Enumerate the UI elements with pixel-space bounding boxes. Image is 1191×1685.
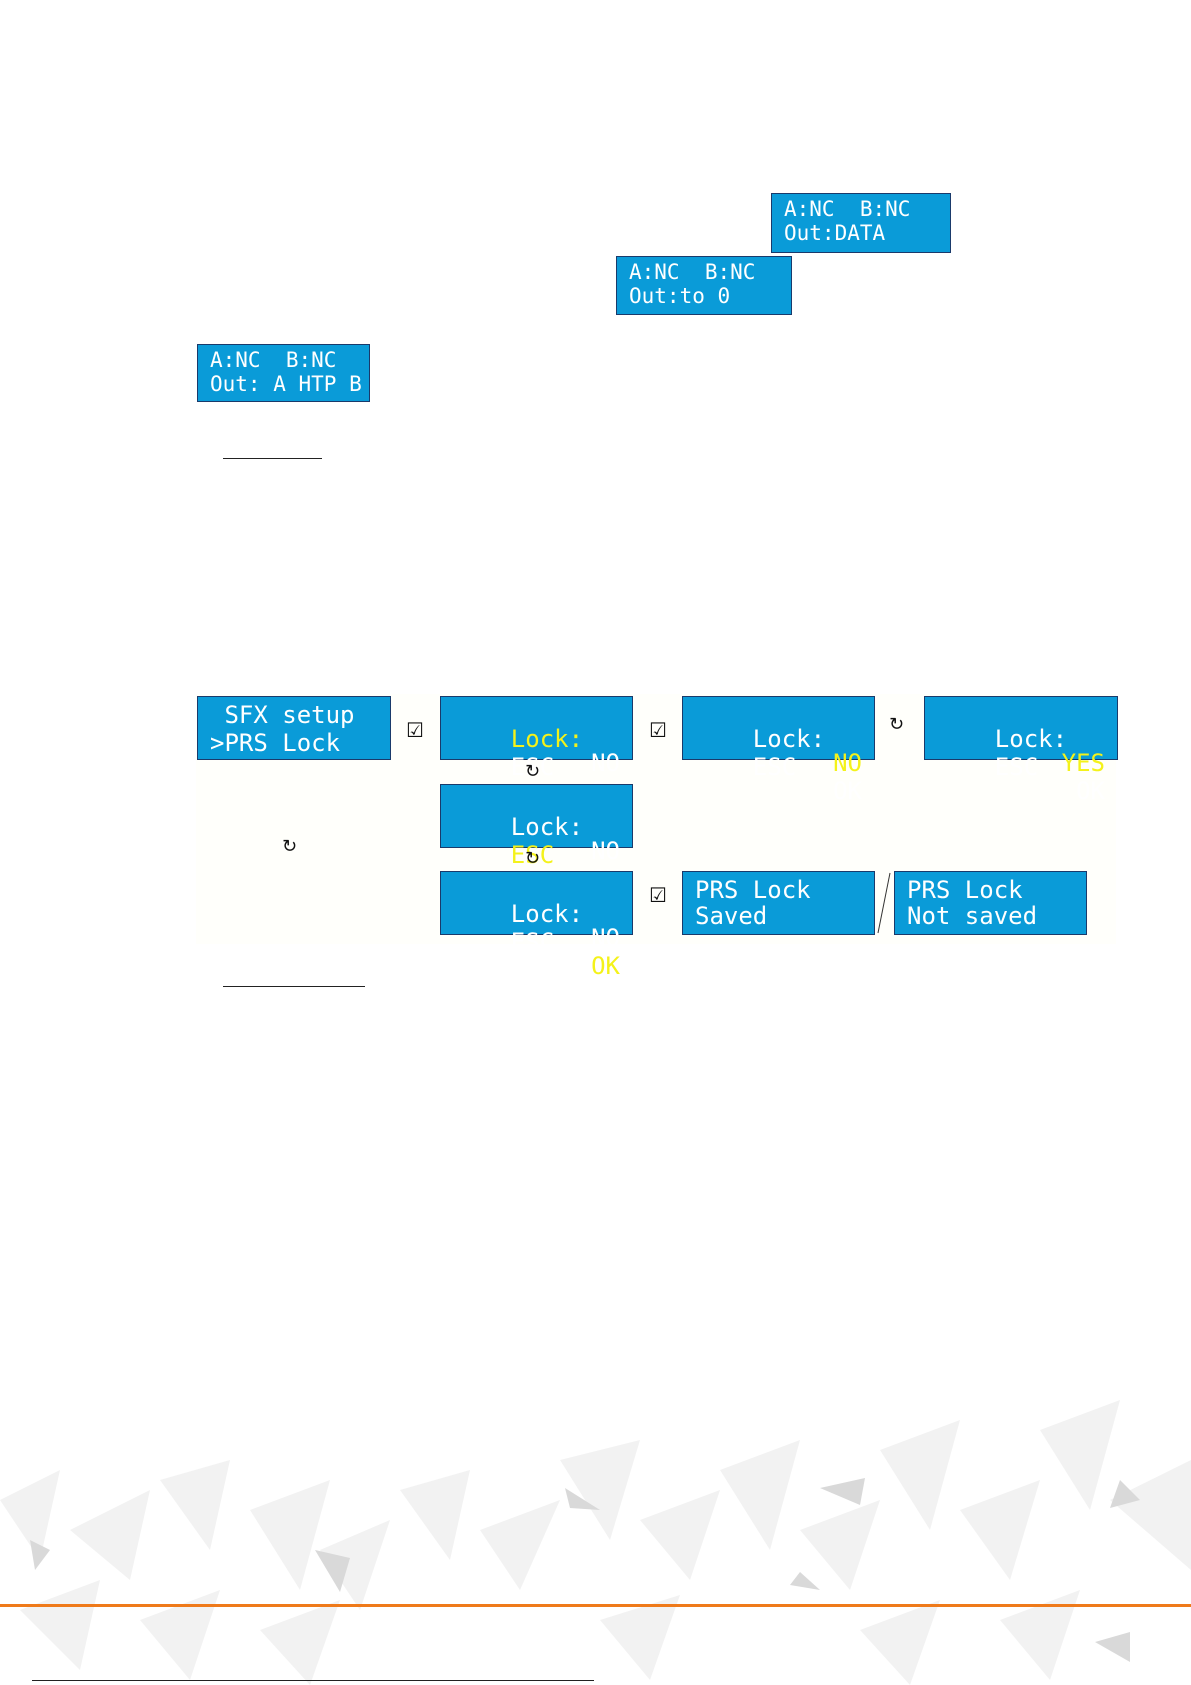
lcd-line-1: PRS Lock: [695, 876, 811, 904]
lcd-lock-ok-selected: Lock: NO ESC OK: [440, 871, 633, 978]
lock-value: NO: [833, 749, 862, 777]
lcd-line-1: A:NC B:NC: [210, 348, 337, 372]
lcd-lock-label-selected: Lock: NO ESC OK: [440, 696, 633, 803]
lcd-line-2: Out:DATA: [784, 221, 886, 245]
lock-value: NO: [591, 837, 620, 865]
lock-value: NO: [591, 749, 620, 777]
rotate-encoder-icon: ↻: [525, 761, 541, 782]
lcd-line-2: Saved: [695, 902, 768, 930]
lock-label: Lock:: [510, 725, 584, 753]
heading-underline: [223, 986, 365, 987]
check-box-icon: ☑: [649, 883, 667, 907]
lcd-line-2: ESC OK: [937, 731, 1105, 827]
lcd-sfx-setup: SFX setup >PRS Lock: [197, 696, 391, 760]
lcd-line-1: PRS Lock: [907, 876, 1023, 904]
lcd-out-data: A:NC B:NC Out:DATA: [771, 193, 951, 253]
ok-label: OK: [833, 777, 862, 805]
rotate-encoder-icon: ↻: [889, 714, 905, 735]
lcd-line-2: Not saved: [907, 902, 1038, 930]
lcd-line-1: Lock: NO: [453, 791, 620, 887]
lcd-line-1: Lock: NO: [453, 703, 620, 799]
or-divider: [877, 872, 891, 934]
lcd-prs-lock-not-saved: PRS Lock Not saved: [894, 871, 1087, 935]
footer-accent-line: [0, 1604, 1191, 1607]
footer-pattern: [0, 1400, 1191, 1685]
lcd-line-2: >PRS Lock: [210, 729, 341, 757]
ok-label: OK: [591, 952, 620, 980]
lcd-line-2: ESC OK: [453, 906, 620, 1002]
lock-label: Lock:: [510, 900, 584, 928]
lock-label: Lock:: [510, 813, 584, 841]
lcd-lock-value-selected: Lock: NO ESC OK: [682, 696, 875, 803]
lcd-line-1: A:NC B:NC: [784, 197, 911, 221]
lock-value: NO: [591, 924, 620, 952]
lcd-out-to-zero: A:NC B:NC Out:to 0: [616, 256, 792, 315]
lcd-out-htp: A:NC B:NC Out: A HTP B: [197, 344, 370, 402]
lock-label: Lock:: [752, 725, 826, 753]
rotate-encoder-icon: ↻: [525, 848, 541, 869]
lock-value: YES: [1061, 749, 1105, 777]
lcd-line-1: A:NC B:NC: [629, 260, 756, 284]
lcd-line-2: Out:to 0: [629, 284, 731, 308]
lcd-prs-lock-saved: PRS Lock Saved: [682, 871, 875, 935]
footnote-rule: [32, 1680, 594, 1681]
esc-label: ESC: [994, 753, 1039, 781]
lock-label: Lock:: [994, 725, 1068, 753]
esc-label: ESC: [752, 753, 797, 781]
lcd-line-1: Lock: NO: [453, 878, 620, 974]
lcd-line-2: ESC OK: [695, 731, 862, 827]
check-box-icon: ☑: [406, 718, 424, 742]
lcd-lock-esc-selected: Lock: NO ESC OK: [440, 784, 633, 891]
esc-label: ESC: [510, 841, 555, 869]
lcd-lock-yes: Lock: YES ESC OK: [924, 696, 1118, 803]
lcd-line-1: Lock: YES: [937, 703, 1105, 799]
heading-underline: [223, 458, 322, 459]
lcd-line-1: Lock: NO: [695, 703, 862, 799]
ok-label: OK: [1076, 777, 1105, 805]
rotate-encoder-icon: ↻: [282, 836, 298, 857]
lcd-line-1: SFX setup: [210, 701, 355, 729]
esc-label: ESC: [510, 753, 555, 781]
esc-label: ESC: [510, 928, 555, 956]
lcd-line-2: Out: A HTP B: [210, 372, 362, 396]
check-box-icon: ☑: [649, 718, 667, 742]
